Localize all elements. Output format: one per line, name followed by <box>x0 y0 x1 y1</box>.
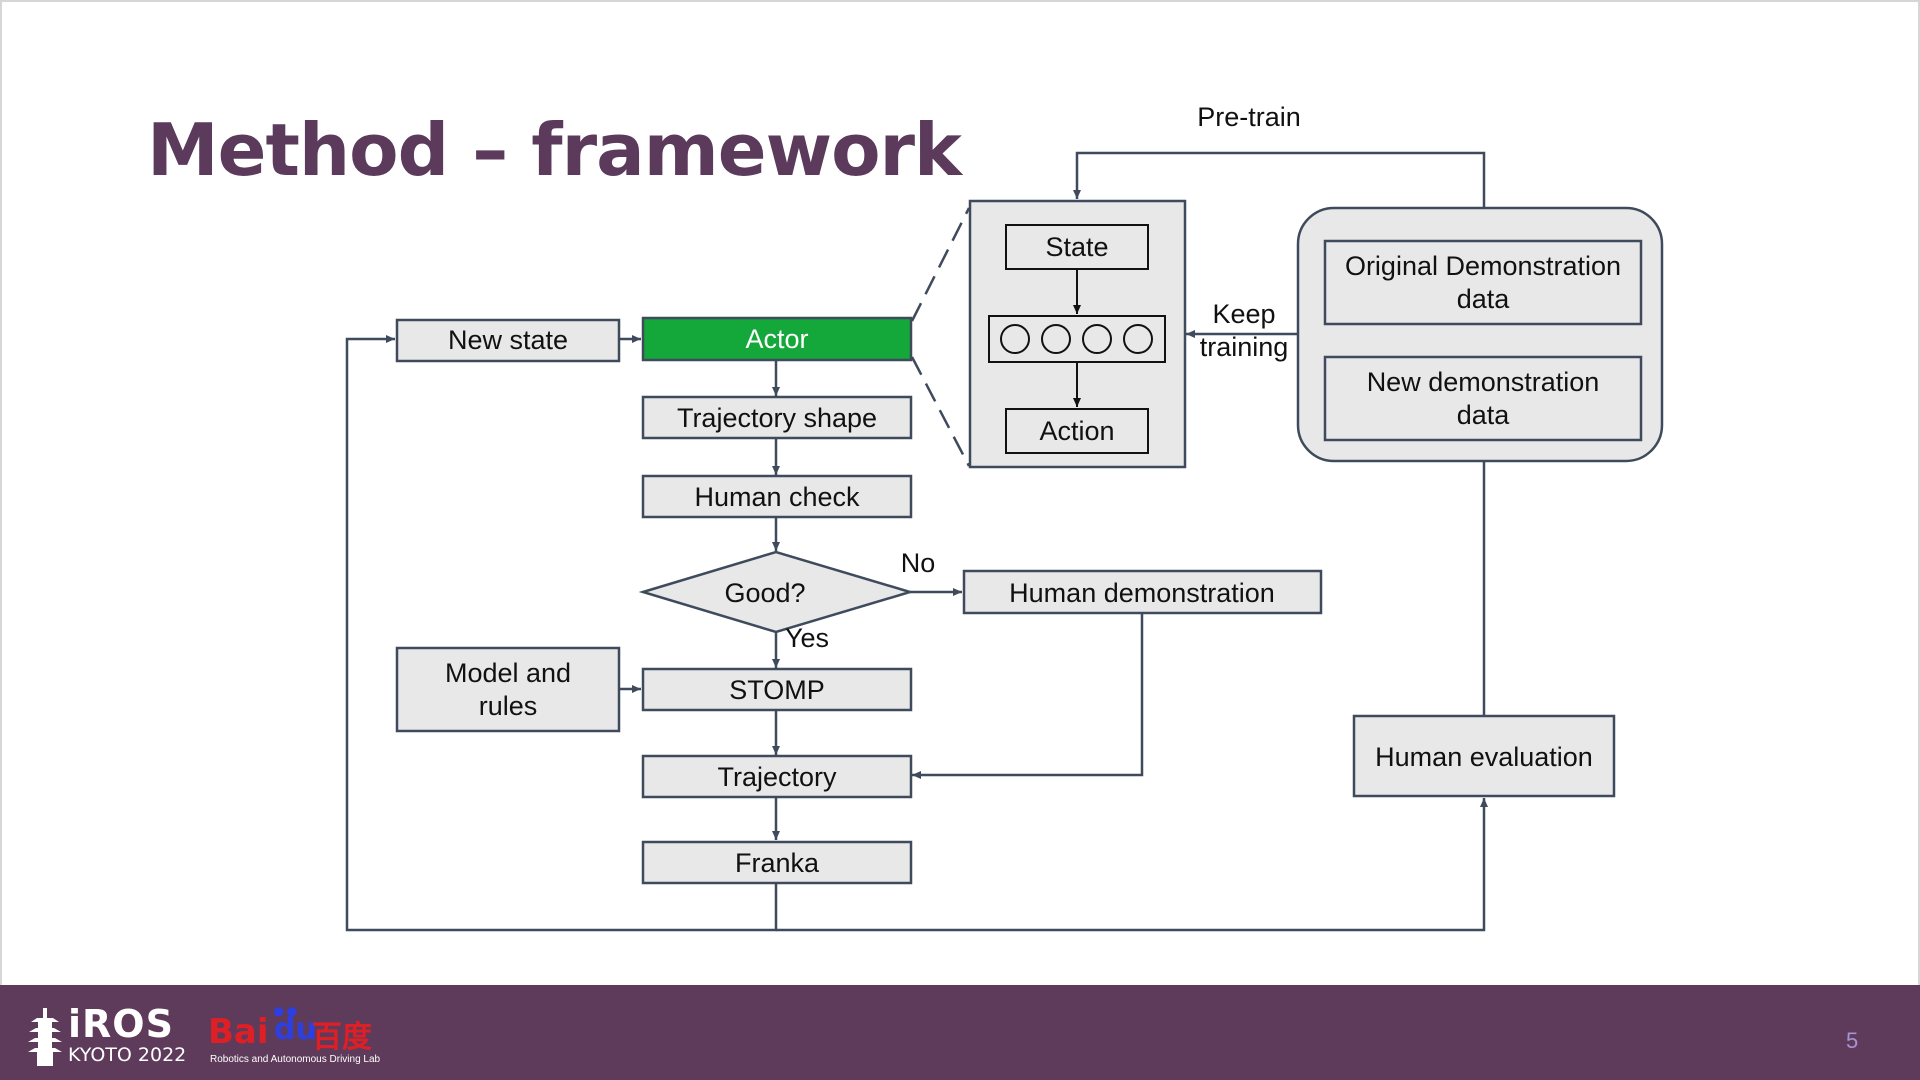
iros-logo-sub: KYOTO 2022 <box>68 1044 187 1066</box>
baidu-logo-part1: Bai <box>208 1012 269 1052</box>
footer-bar <box>0 985 1920 1080</box>
trajectory-shape-box <box>641 395 913 440</box>
actor-label: Actor <box>745 324 808 354</box>
actor-box <box>641 316 913 362</box>
model-rules-box <box>395 646 621 733</box>
model-rules-label-line1: Model and <box>445 658 571 688</box>
human-demonstration-label: Human demonstration <box>1009 578 1275 608</box>
baidu-logo-part2: du <box>274 1012 317 1047</box>
baidu-logo: ●● Bai du 百度 Robotics and Autonomous Dri… <box>208 998 388 1068</box>
pretrain-label: Pre-train <box>1197 102 1301 132</box>
human-check-box <box>641 474 913 519</box>
original-demonstration-label-line1: Original Demonstration <box>1345 251 1621 281</box>
action-label: Action <box>1039 416 1114 446</box>
state-label: State <box>1045 232 1108 262</box>
edge-franka-loop-to-new-state <box>345 335 778 932</box>
human-evaluation-label: Human evaluation <box>1375 742 1593 772</box>
human-check-label: Human check <box>694 482 860 512</box>
new-demonstration-label-line1: New demonstration <box>1367 367 1600 397</box>
edge-pretrain <box>1073 151 1486 240</box>
neuron-node <box>1041 324 1071 354</box>
edge-human-demonstration-to-trajectory <box>912 614 1144 779</box>
franka-label: Franka <box>735 848 820 878</box>
state-box <box>1005 224 1149 270</box>
slide-title: Method – framework <box>147 108 962 192</box>
new-state-box <box>395 318 621 363</box>
trajectory-box <box>641 754 913 799</box>
trajectory-label: Trajectory <box>717 762 837 792</box>
neuron-node <box>1123 324 1153 354</box>
baidu-logo-sub: Robotics and Autonomous Driving Lab <box>210 1054 381 1065</box>
neuron-node <box>1082 324 1112 354</box>
keep-training-label-line1: Keep <box>1212 299 1275 329</box>
yes-label: Yes <box>785 623 829 653</box>
page-number: 5 <box>1846 1028 1859 1053</box>
new-demonstration-label-line2: data <box>1457 400 1511 430</box>
original-demonstration-label-line2: data <box>1457 284 1511 314</box>
keep-training-label-line2: training <box>1200 332 1289 362</box>
paw-icon: ●● <box>272 998 299 1023</box>
stomp-label: STOMP <box>729 675 825 705</box>
hidden-layer-box <box>988 315 1166 363</box>
new-demonstration-box <box>1323 355 1643 442</box>
good-decision-diamond <box>638 550 915 634</box>
human-demonstration-box <box>962 569 1323 615</box>
franka-box <box>641 840 913 885</box>
trajectory-shape-label: Trajectory shape <box>677 403 877 433</box>
pagoda-icon <box>28 1008 62 1066</box>
iros-logo: iROS KYOTO 2022 <box>28 1002 188 1070</box>
zoom-line-bottom <box>910 356 971 467</box>
model-rules-label-line2: rules <box>479 691 538 721</box>
action-box <box>1005 408 1149 454</box>
original-demonstration-box <box>1323 239 1643 326</box>
edge-franka-to-human-evaluation <box>776 798 1488 932</box>
new-state-label: New state <box>448 325 568 355</box>
human-evaluation-box <box>1352 714 1616 798</box>
no-label: No <box>901 548 936 578</box>
iros-logo-text: iROS <box>68 1002 174 1046</box>
baidu-logo-part3: 百度 <box>312 1020 372 1055</box>
framework-diagram: New state Actor Trajectory shape Human c… <box>345 102 1664 932</box>
good-decision-label: Good? <box>724 578 805 608</box>
neuron-node <box>1000 324 1030 354</box>
zoom-line-top <box>910 207 971 322</box>
stomp-box <box>641 667 913 712</box>
